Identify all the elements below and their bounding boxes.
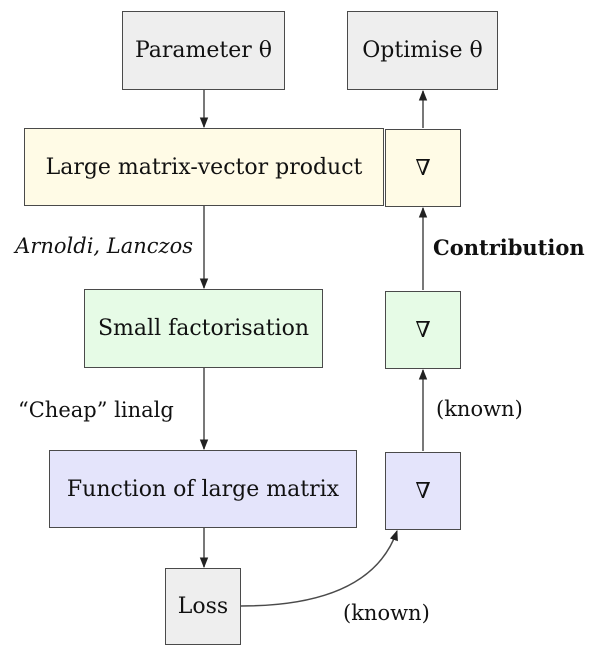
parameter-theta-node: Parameter θ bbox=[122, 11, 285, 90]
known-upper-label: (known) bbox=[436, 397, 523, 421]
cheap-linalg-label: “Cheap” linalg bbox=[18, 398, 174, 422]
loss-node: Loss bbox=[165, 568, 241, 645]
gradient-top-node: ∇ bbox=[385, 129, 461, 207]
arnoldi-lanczos-label: Arnoldi, Lanczos bbox=[15, 234, 193, 258]
edge-loss-to-grad-bot bbox=[240, 530, 398, 607]
optimise-theta-node: Optimise θ bbox=[347, 11, 498, 90]
small-factorisation-node: Small factorisation bbox=[84, 289, 323, 368]
contribution-label: Contribution bbox=[433, 235, 585, 260]
function-of-large-matrix-node: Function of large matrix bbox=[49, 450, 357, 528]
known-lower-label: (known) bbox=[343, 601, 430, 625]
gradient-bottom-node: ∇ bbox=[385, 452, 461, 530]
gradient-middle-node: ∇ bbox=[385, 291, 461, 369]
large-matrix-vector-product-node: Large matrix-vector product bbox=[24, 128, 384, 206]
